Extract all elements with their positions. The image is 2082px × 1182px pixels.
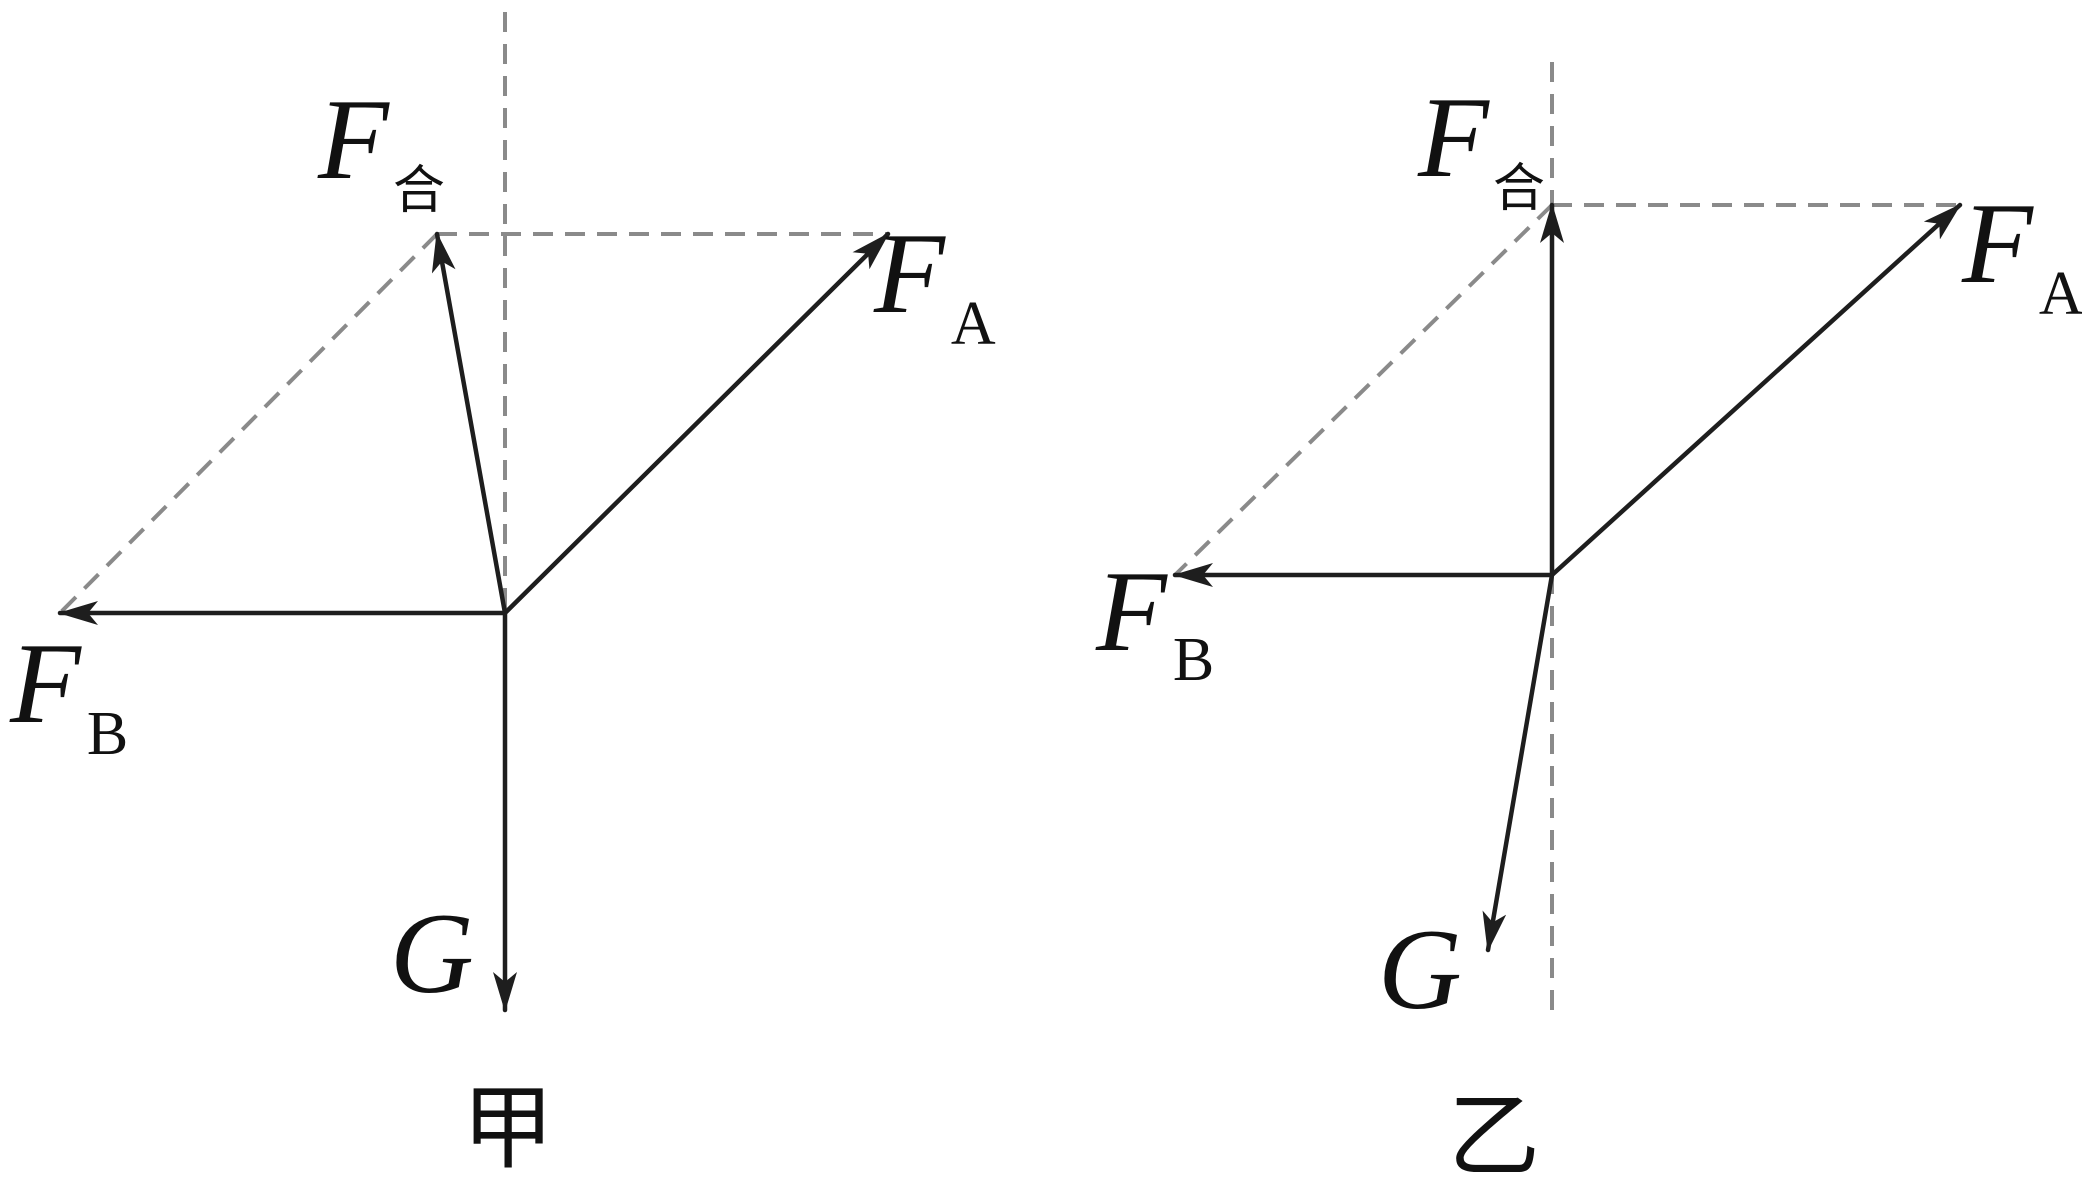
panel-yi: F合 FA FB G 乙 [1095,62,2082,1182]
force-a-arrow [1549,202,1963,578]
force-b-label: FB [1095,548,1214,694]
gravity-arrow [1482,572,1555,953]
gravity-label: G [1378,906,1462,1034]
force-a-label: FA [1961,180,2082,328]
resultant-force-label: F合 [1417,74,1545,219]
panel-jia: F合 FA FB G 甲 [9,12,996,1182]
force-a-label: FA [873,210,996,358]
resultant-force-arrow [431,231,508,616]
resultant-force-label: F合 [317,76,445,221]
force-b-label: FB [9,620,128,768]
parallelogram-left-guide [1173,203,1554,577]
panel-caption: 乙 [1448,1083,1540,1182]
parallelogram-left-guide [58,232,439,615]
gravity-label: G [390,890,474,1018]
force-a-arrow [502,231,891,616]
panel-caption: 甲 [462,1075,554,1182]
